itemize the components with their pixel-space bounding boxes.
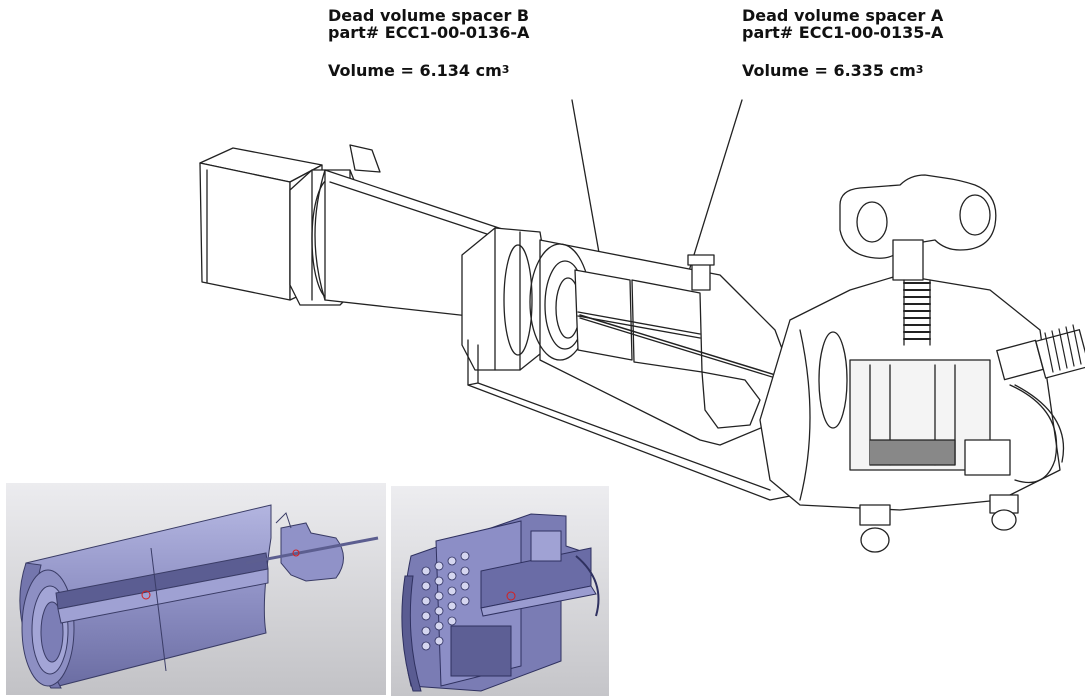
spacer-b-label: Dead volume spacer B part# ECC1-00-0136-…	[328, 7, 529, 81]
spacer-a-volume-exponent: 3	[915, 63, 924, 76]
spacer-a-label: Dead volume spacer A part# ECC1-00-0135-…	[742, 7, 943, 81]
needle	[579, 314, 809, 386]
hex-nut-2	[461, 227, 546, 371]
cell-cad-inset	[391, 486, 609, 696]
spacer-b-volume: Volume = 6.134 cm3	[328, 61, 510, 80]
spacer-a-volume: Volume = 6.335 cm3	[742, 61, 924, 80]
cell-body	[759, 274, 1061, 553]
leader-line-a	[679, 99, 743, 301]
spacer-cad-inset	[6, 483, 386, 695]
tube-fitting	[996, 324, 1085, 484]
spacer-b-volume-exponent: 3	[501, 63, 510, 76]
spacer-b-part-number: part# ECC1-00-0136-A	[328, 23, 530, 42]
spacer-a-shape	[631, 279, 703, 373]
clamp-screw	[839, 174, 997, 346]
spacer-b-title: Dead volume spacer B	[328, 6, 530, 25]
spacer-b-shape	[574, 269, 633, 361]
cutaway-housing	[529, 239, 809, 446]
barrel	[314, 169, 506, 321]
spacer-a-part-number: part# ECC1-00-0135-A	[742, 23, 944, 42]
spacer-a-title: Dead volume spacer A	[742, 6, 944, 25]
